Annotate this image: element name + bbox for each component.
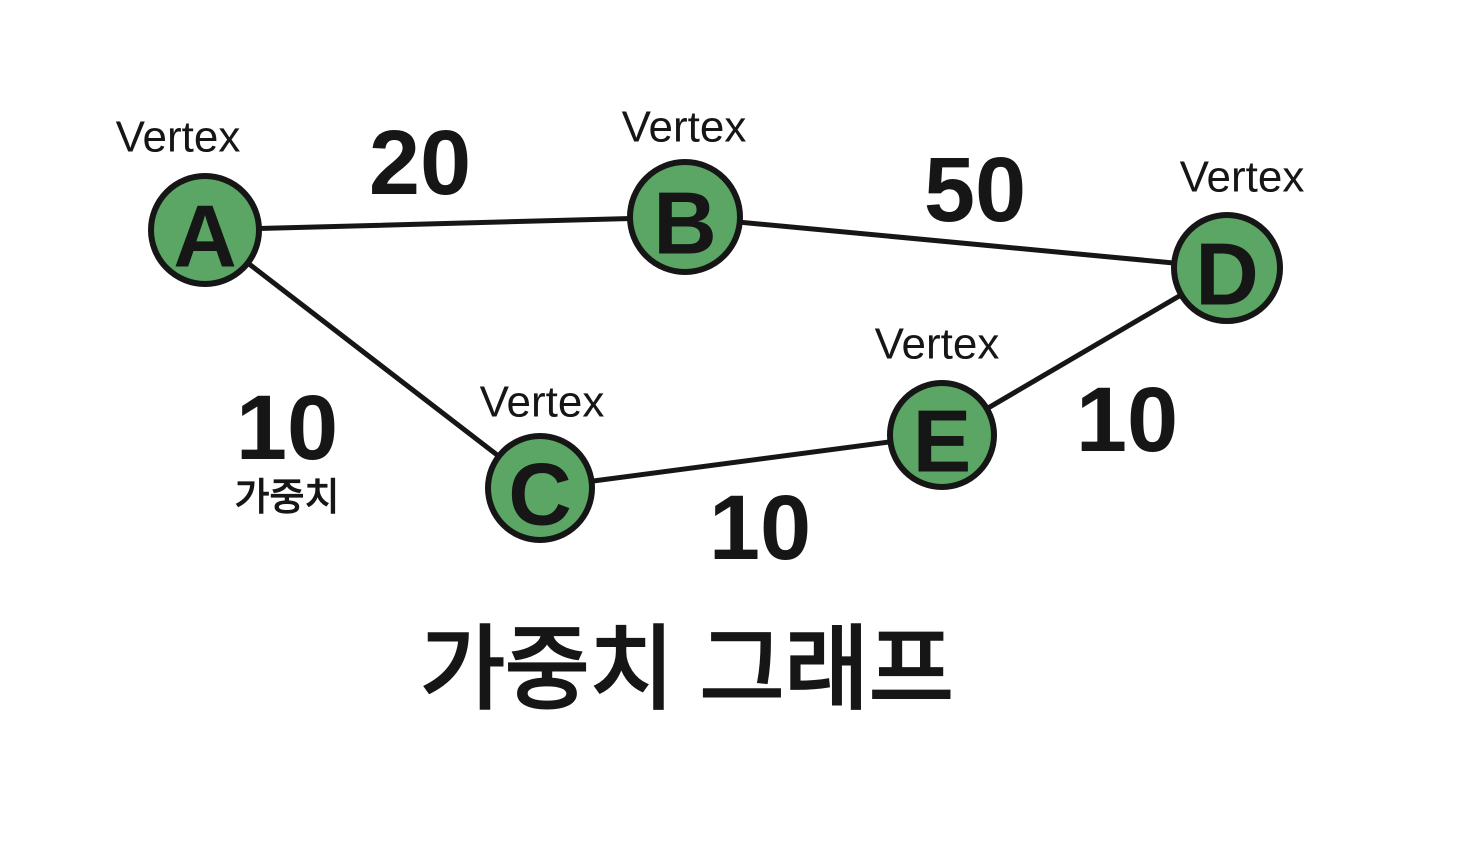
vertex-caption-D: Vertex	[1180, 153, 1305, 202]
vertex-caption-C: Vertex	[480, 378, 605, 427]
edge-A-B	[202, 214, 688, 233]
vertex-caption-E: Vertex	[875, 320, 1000, 369]
edges-layer	[202, 214, 1230, 491]
vertex-letter-B: B	[653, 174, 717, 273]
vertex-node-C	[485, 433, 595, 543]
vertex-node-E	[887, 380, 997, 490]
edge-weight-A-B: 20	[369, 112, 471, 214]
edge-weight-E-D: 10	[1076, 369, 1178, 471]
vertex-caption-B: Vertex	[622, 103, 747, 152]
diagram-title: 가중치 그래프	[420, 619, 953, 721]
vertex-letter-C: C	[508, 445, 572, 544]
edge-B-D	[682, 214, 1230, 271]
edge-A-C	[202, 227, 543, 491]
vertex-node-B	[627, 159, 743, 275]
edge-C-E	[537, 432, 945, 491]
vertex-letter-E: E	[913, 392, 972, 491]
vertex-node-A	[148, 173, 262, 287]
vertex-letter-A: A	[173, 187, 237, 286]
vertex-caption-A: Vertex	[116, 113, 241, 162]
edge-weight-B-D: 50	[924, 139, 1026, 241]
edge-weight-A-C: 10	[236, 377, 338, 479]
vertex-letter-D: D	[1195, 225, 1259, 324]
nodes-layer: A B C D E	[148, 159, 1283, 544]
edge-weight-C-E: 10	[709, 477, 811, 579]
vertex-node-D	[1171, 212, 1283, 324]
weight-caption-A-C: 가중치	[235, 477, 340, 519]
